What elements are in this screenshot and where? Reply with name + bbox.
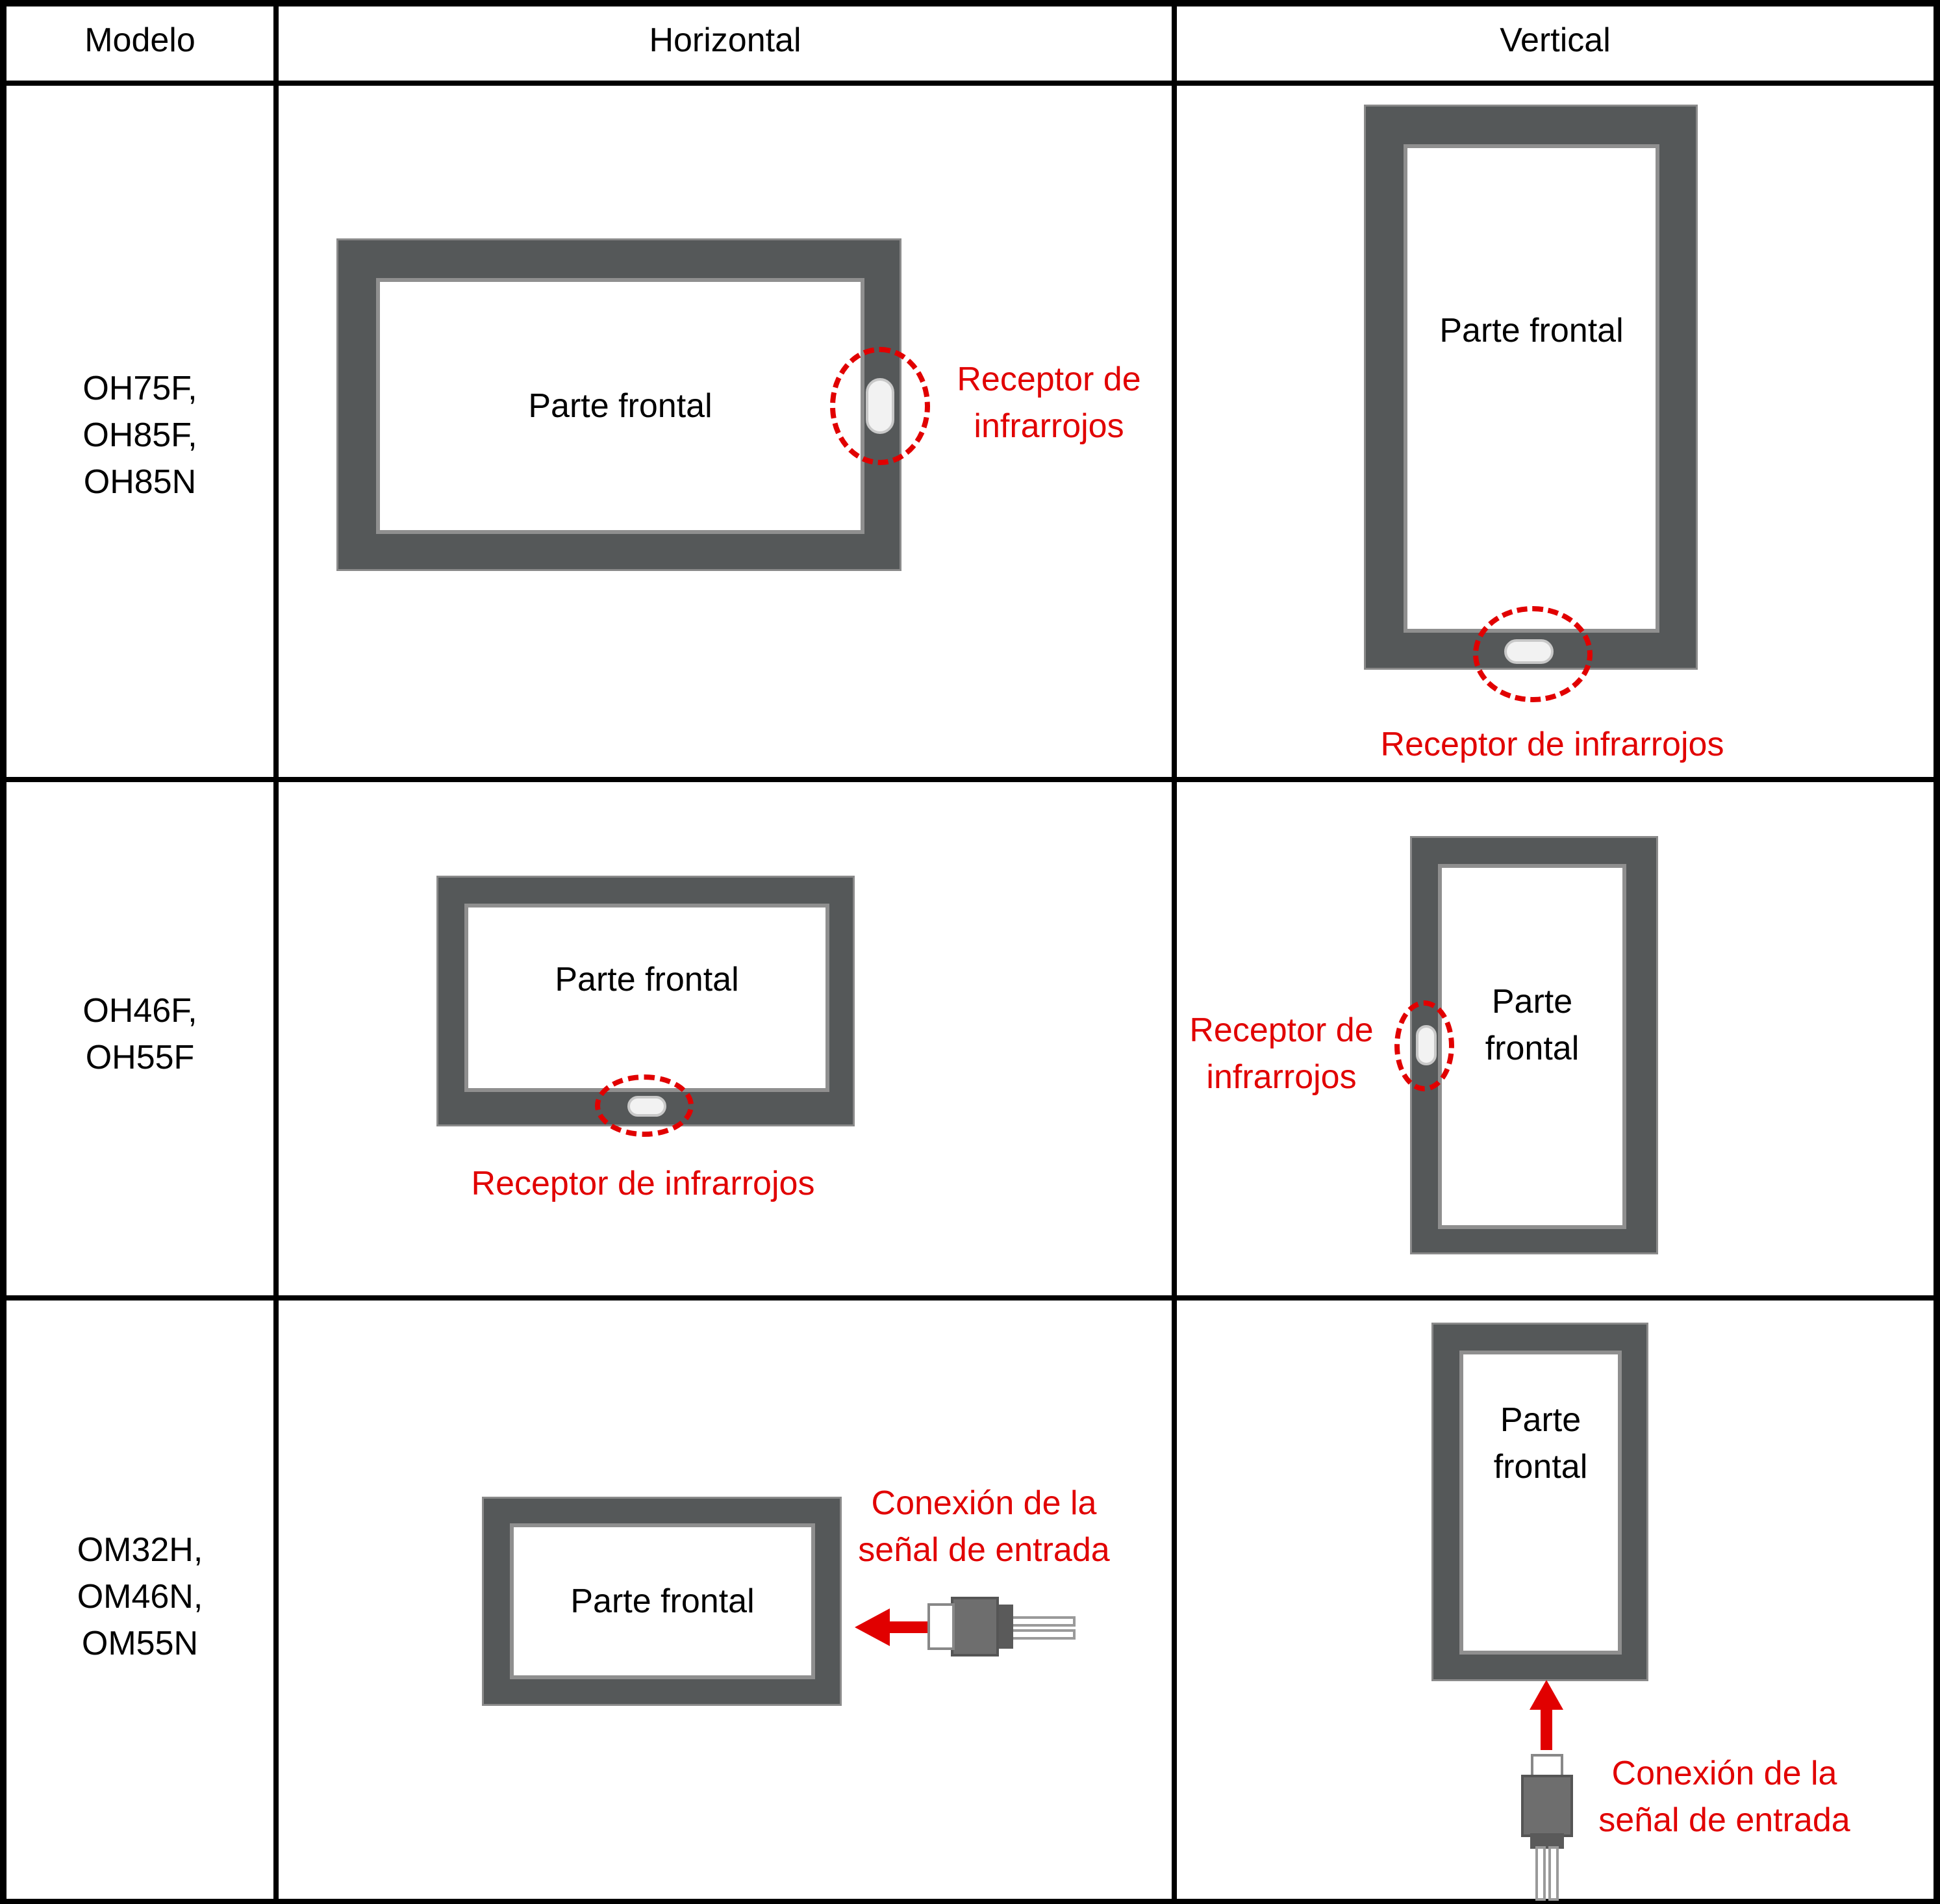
ir-receiver-highlight bbox=[830, 347, 930, 465]
header-horizontal: Horizontal bbox=[649, 21, 801, 59]
header-model: Modelo bbox=[84, 21, 195, 59]
display-row2-horizontal: Parte frontal bbox=[436, 876, 855, 1126]
grid-col-divider-1 bbox=[273, 0, 279, 1904]
screen-row3-horizontal: Parte frontal bbox=[510, 1523, 815, 1679]
ir-receiver-highlight bbox=[595, 1074, 694, 1137]
screen-label: Parte frontal bbox=[555, 961, 739, 999]
signal-connector-icon bbox=[927, 1597, 1076, 1656]
grid-header-divider bbox=[0, 81, 1940, 86]
signal-connector-icon bbox=[1521, 1754, 1573, 1901]
display-row1-vertical: Parte frontal bbox=[1364, 105, 1698, 670]
grid-border-bottom bbox=[0, 1899, 1940, 1904]
arrow-icon bbox=[1530, 1680, 1563, 1750]
connector-callout-row3-horizontal: Conexión de la señal de entrada bbox=[858, 1484, 1110, 1569]
header-vertical: Vertical bbox=[1500, 21, 1611, 59]
ir-callout-row2-horizontal: Receptor de infrarrojos bbox=[471, 1165, 815, 1202]
screen-row1-vertical: Parte frontal bbox=[1404, 144, 1659, 633]
ir-callout-row1-horizontal: Receptor de infrarrojos bbox=[957, 361, 1141, 445]
grid-border-top bbox=[0, 0, 1940, 6]
screen-label: Parte frontal bbox=[1493, 1401, 1588, 1486]
screen-label: Parte frontal bbox=[1485, 983, 1580, 1067]
display-row1-horizontal: Parte frontal bbox=[336, 238, 901, 571]
screen-label: Parte frontal bbox=[528, 387, 712, 425]
ir-receiver-highlight bbox=[1473, 606, 1593, 702]
ir-callout-row2-vertical: Receptor de infrarrojos bbox=[1189, 1011, 1374, 1096]
ir-callout-row1-vertical: Receptor de infrarrojos bbox=[1380, 726, 1724, 763]
grid-border-left bbox=[0, 0, 6, 1904]
ir-receiver-highlight bbox=[1394, 1000, 1454, 1091]
grid-row-divider-2 bbox=[0, 1295, 1940, 1301]
screen-label: Parte frontal bbox=[1439, 312, 1624, 350]
arrow-icon bbox=[855, 1608, 927, 1646]
screen-row3-vertical: Parte frontal bbox=[1459, 1351, 1622, 1655]
grid-col-divider-2 bbox=[1172, 0, 1177, 1904]
connector-callout-row3-vertical: Conexión de la señal de entrada bbox=[1598, 1755, 1850, 1839]
display-row3-vertical: Parte frontal bbox=[1431, 1323, 1648, 1681]
screen-label: Parte frontal bbox=[570, 1582, 755, 1620]
grid-row-divider-1 bbox=[0, 777, 1940, 782]
screen-row1-horizontal: Parte frontal bbox=[376, 278, 864, 534]
grid-border-right bbox=[1934, 0, 1940, 1904]
models-row-3: OM32H, OM46N, OM55N bbox=[77, 1531, 203, 1662]
models-row-1: OH75F, OH85F, OH85N bbox=[82, 370, 197, 501]
models-row-2: OH46F, OH55F bbox=[82, 992, 197, 1076]
display-row3-horizontal: Parte frontal bbox=[482, 1497, 842, 1706]
